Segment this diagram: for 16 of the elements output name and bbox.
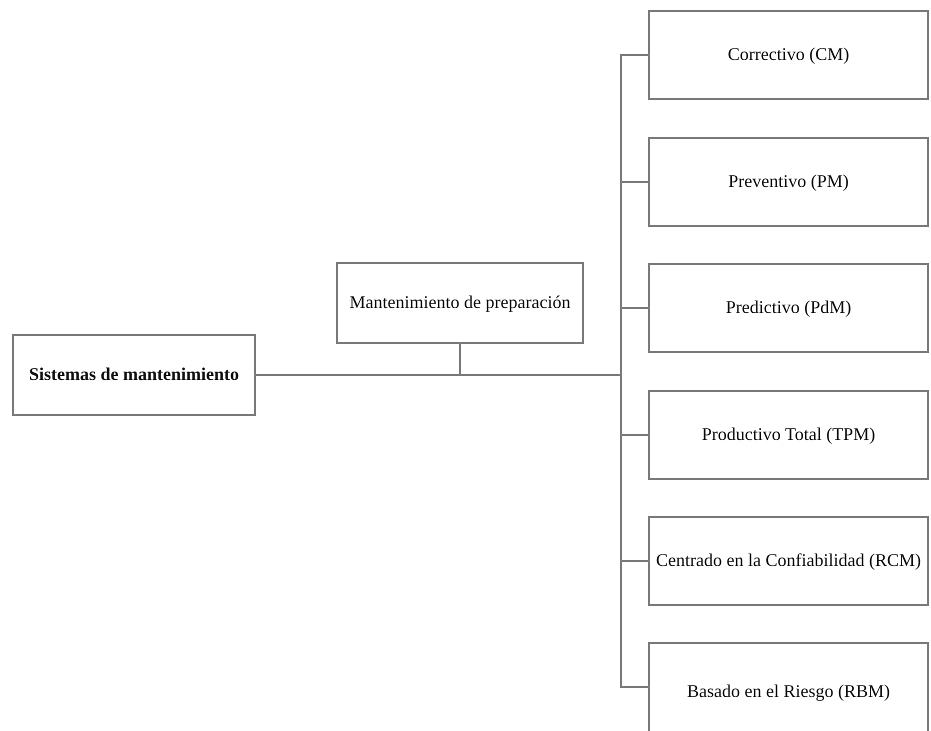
category-box xyxy=(648,390,929,480)
box-label: Preventivo (PM) xyxy=(728,171,849,193)
box-label: Sistemas de mantenimiento xyxy=(29,364,239,386)
box-label: Predictivo (PdM) xyxy=(726,297,852,319)
category-box xyxy=(648,642,929,731)
box-label: Mantenimiento de preparación xyxy=(350,292,570,314)
box-label: Basado en el Riesgo (RBM) xyxy=(687,681,890,703)
root-box xyxy=(12,334,256,416)
box-label: Correctivo (CM) xyxy=(728,44,850,66)
category-box xyxy=(336,262,584,344)
category-box xyxy=(648,516,929,606)
category-box xyxy=(648,10,929,100)
box-label: Centrado en la Confiabilidad (RCM) xyxy=(656,550,921,572)
category-box xyxy=(648,263,929,353)
box-label: Productivo Total (TPM) xyxy=(702,424,876,446)
category-box xyxy=(648,137,929,227)
